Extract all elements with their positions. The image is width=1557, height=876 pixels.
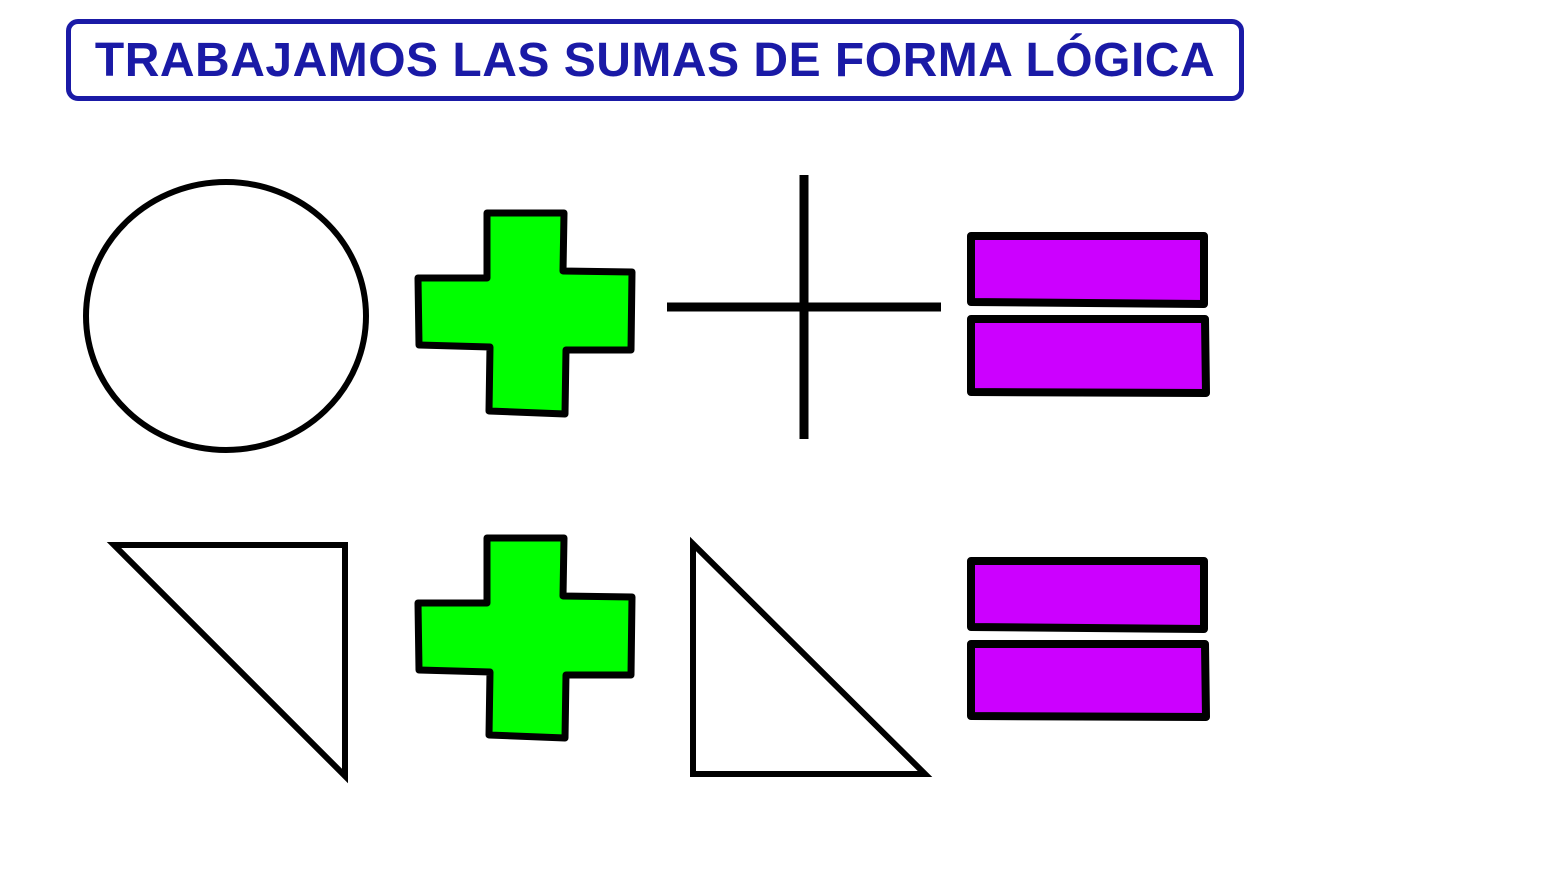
right-triangle-bottom-left-icon bbox=[690, 536, 933, 777]
cross-lines-icon bbox=[667, 175, 941, 439]
page-title: TRABAJAMOS LAS SUMAS DE FORMA LÓGICA bbox=[94, 33, 1216, 87]
title-box: TRABAJAMOS LAS SUMAS DE FORMA LÓGICA bbox=[66, 19, 1244, 101]
equals-icon bbox=[967, 232, 1210, 397]
plus-icon bbox=[414, 209, 636, 418]
circle-icon bbox=[83, 179, 369, 453]
right-triangle-top-right-icon bbox=[106, 542, 348, 784]
row-1 bbox=[83, 175, 1210, 453]
plus-icon bbox=[414, 534, 636, 742]
equals-icon bbox=[967, 557, 1210, 721]
row-2 bbox=[106, 534, 1210, 784]
